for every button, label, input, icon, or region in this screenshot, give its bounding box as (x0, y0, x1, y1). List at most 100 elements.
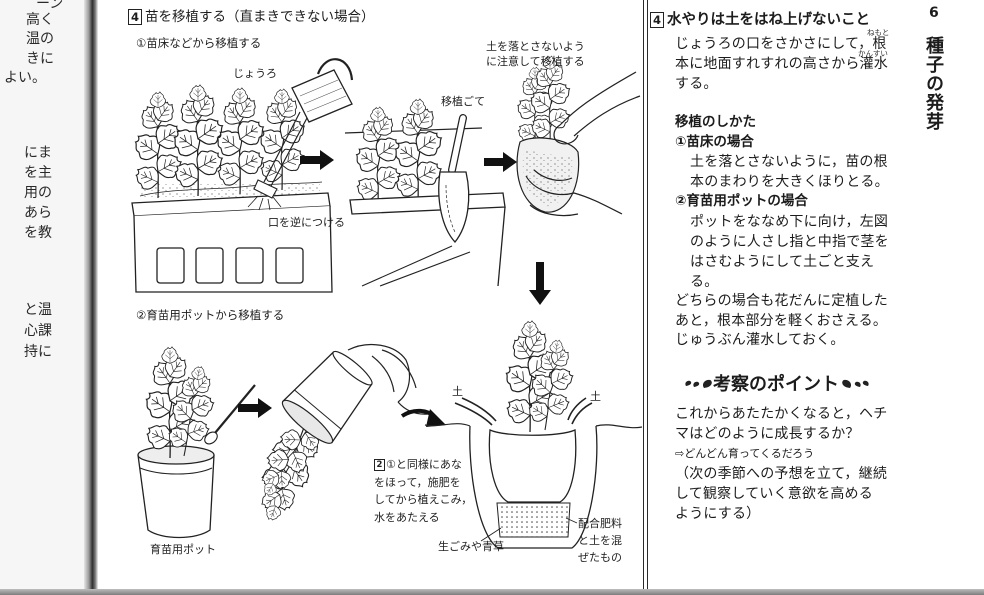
page-bottom-edge (0, 589, 984, 595)
scene-tilt-pot (245, 343, 446, 529)
root-ball (488, 429, 577, 503)
summary-line: どちらの場合も花だんに定植した (675, 293, 888, 309)
summary-line: あと，根本部分を軽くおさえる。 (675, 313, 888, 329)
left-page-line: ーン (36, 0, 64, 12)
scene-seedbed-watering (129, 58, 354, 293)
case1-line: 本のまわりを大きくほりとる。 (690, 174, 889, 190)
hand-lower (525, 169, 623, 217)
left-page-fragment: ーン 高く 温の きに よい。 にま を主 用の あら を教 と温 心課 持に (0, 0, 88, 595)
note-soil-line: に注意して移植する (486, 55, 585, 68)
label-fertilizer-line: ぜたもの (578, 551, 622, 564)
arrow-down (529, 262, 551, 305)
arrow-right (300, 150, 334, 170)
watering-heading-text: 水やりは土をはね上げないこと (667, 12, 870, 28)
step2-title: ②育苗用ポットから移植する (136, 308, 285, 322)
ruby-nemoto: ねもと (867, 28, 890, 37)
left-page-line: よい。 (4, 70, 46, 86)
case2-title: ②育苗用ポットの場合 (675, 193, 808, 209)
left-page-line: を主 (24, 165, 52, 181)
arrow-right (238, 398, 272, 418)
planting-note-line: をほって，施肥を (374, 476, 461, 489)
planter-window (275, 247, 304, 284)
chapter-number: 6 (929, 5, 939, 21)
compost-layer (496, 502, 571, 538)
label-fertilizer-line: 配合肥料 (578, 517, 622, 530)
label-soil-right: 土 (590, 390, 601, 403)
support-stick (214, 384, 256, 434)
case2-line: はさむようにして土ごと支え (690, 254, 875, 270)
left-page-line: と温 (24, 302, 52, 318)
label-seedling-pot: 育苗用ポット (150, 543, 216, 556)
label-soil-left: 土 (452, 385, 463, 398)
leader-lines (480, 517, 578, 542)
point-note-line: して観察していく意欲を高める (675, 486, 873, 502)
figure-section-number: 4 (128, 9, 142, 25)
left-page-line: を教 (24, 225, 52, 241)
scene-trowel-lift (344, 99, 517, 287)
ground-line (424, 423, 643, 429)
note-soil-line: 土を落とさないよう (486, 40, 585, 53)
left-page-line: 心課 (24, 323, 52, 339)
planting-note-ref: 2 (374, 459, 385, 471)
planting-note-text: ①と同様にあな (386, 458, 462, 471)
point-question-line: これからあたたかくなると，ヘチ (675, 406, 888, 422)
scene-root-ball-in-hand (513, 56, 641, 305)
watering-can (247, 58, 354, 211)
left-page-line: 用の (24, 185, 52, 201)
watering-section-number: 4 (650, 12, 664, 28)
watering-line: 本に地面すれすれの高さから灌水 (675, 56, 888, 72)
summary-line: じゅうぶん灌水しておく。 (675, 332, 845, 348)
label-trowel: 移植ごて (441, 95, 486, 108)
trowel (438, 114, 470, 243)
scene-seedling-pot (137, 347, 272, 539)
transplant-heading: 移植のしかた (675, 114, 756, 130)
seedling-pot (137, 454, 215, 539)
planter-window (195, 247, 224, 284)
planter-window (235, 247, 264, 284)
planter-window (156, 247, 185, 284)
chapter-title: 種子の発芽 (923, 36, 944, 131)
point-note-line: （次の季節への予想を立て，継続 (675, 466, 888, 482)
planter-box (131, 192, 333, 293)
watering-line: じょうろの口をさかさにして，根 (675, 36, 887, 52)
hand (347, 343, 429, 415)
point-heading: 考察のポイント (713, 374, 839, 395)
left-page-line: あら (24, 205, 52, 221)
hand-upper (553, 71, 641, 145)
case2-line: のように人さし指と中指で茎を (690, 234, 889, 250)
scene-planting-hole (424, 321, 643, 549)
step1-title: ①苗床などから移植する (136, 36, 262, 50)
point-question-line: マはどのように成長するか？ (675, 426, 860, 442)
tilted-pot (281, 350, 373, 444)
planting-note-line: 水をあたえる (374, 511, 440, 524)
label-spout: 口を逆につける (268, 216, 345, 229)
label-compost: 生ごみや青草 (438, 540, 504, 553)
planting-note-line: してから植えこみ， (374, 493, 473, 506)
left-page-line: 持に (24, 344, 52, 360)
column-rule (643, 0, 645, 590)
point-decoration-left (685, 379, 712, 388)
left-page-line: にま (24, 145, 52, 161)
case2-line: ポットをななめ下に向け，左図 (690, 214, 889, 230)
planting-hole (469, 425, 598, 549)
point-answer: ⇨どんどん育ってくるだろう (675, 447, 815, 460)
arrow-right (484, 152, 517, 172)
case2-line: る。 (690, 274, 719, 290)
column-rule (647, 0, 649, 590)
label-fertilizer-line: と土を混 (578, 534, 622, 547)
watering-line: する。 (675, 76, 718, 92)
left-page-line: 高く (26, 12, 54, 28)
case1-title: ①苗床の場合 (675, 134, 754, 150)
point-note-line: ようにする） (675, 506, 761, 522)
left-page-line: きに (26, 51, 54, 67)
label-watering-can: じょうろ (233, 67, 277, 80)
case1-line: 土を落とさないように，苗の根 (690, 154, 888, 170)
ruby-kansui: かんすい (858, 49, 888, 58)
figure-heading-text: 苗を移植する（直まきできない場合） (145, 9, 375, 25)
point-decoration-right (842, 379, 869, 388)
book-gutter (84, 0, 98, 595)
